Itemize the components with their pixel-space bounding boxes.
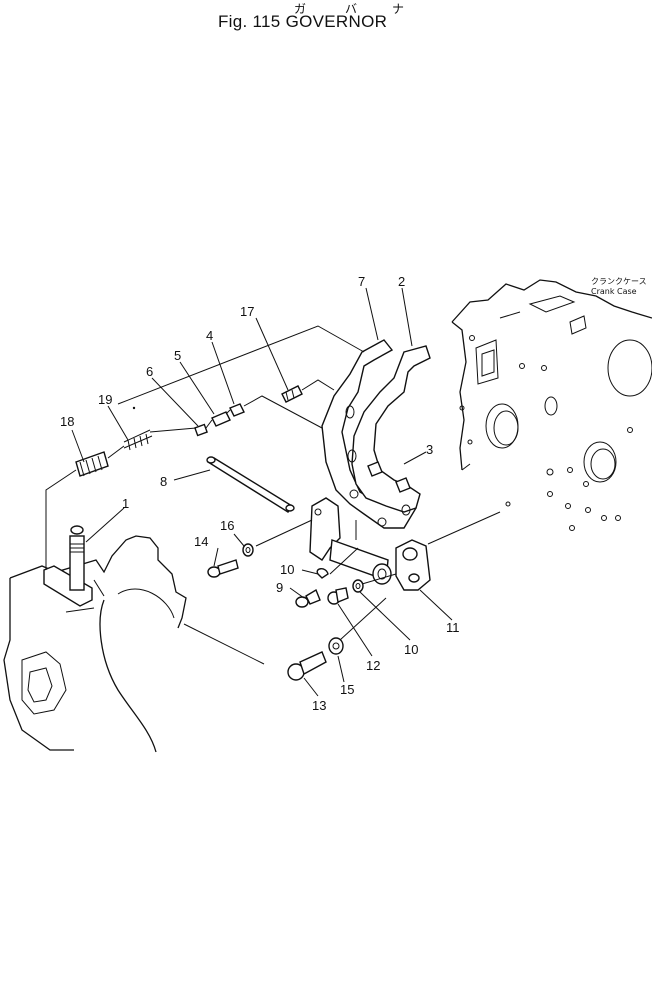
callout-11: 11	[446, 620, 460, 635]
lever-bracket	[309, 497, 431, 591]
bolt-part-13	[287, 651, 327, 681]
callout-12: 12	[366, 658, 380, 673]
spring-part-17	[281, 385, 303, 403]
figure-title-block: ガ バ ナ Fig. 115 GOVERNOR	[218, 0, 418, 40]
callout-14: 14	[194, 534, 208, 549]
callout-2: 2	[398, 274, 405, 289]
crank-case	[451, 279, 652, 531]
title-katakana-2: バ	[345, 2, 358, 16]
callout-10-upper: 10	[280, 562, 294, 577]
callout-15: 15	[340, 682, 354, 697]
callout-19: 19	[98, 392, 112, 407]
figure-title: Fig. 115 GOVERNOR	[218, 12, 388, 31]
callout-leaders	[71, 287, 453, 697]
callout-7: 7	[358, 274, 365, 289]
callout-9: 9	[276, 580, 283, 595]
washer-part-15	[328, 637, 344, 655]
part-4	[229, 403, 245, 417]
bolt-part-9	[295, 588, 321, 608]
washer-part-16	[242, 543, 254, 557]
bolt-part-12	[327, 587, 349, 605]
crank-case-label-en: Crank Case	[591, 287, 637, 296]
clip-part-10-upper	[316, 568, 329, 579]
callout-16: 16	[220, 518, 234, 533]
governor-lever-assembly	[321, 339, 431, 529]
callout-8: 8	[160, 474, 167, 489]
title-katakana-3: ナ	[392, 2, 405, 16]
callout-5: 5	[174, 348, 181, 363]
washer-part-10-lower	[352, 579, 364, 593]
callout-17: 17	[240, 304, 254, 319]
assembly-lines	[45, 325, 501, 665]
pin-part-8	[206, 456, 295, 513]
bolt-part-14	[207, 559, 239, 578]
spring-part-19	[123, 429, 153, 451]
callout-1: 1	[122, 496, 129, 511]
callout-3: 3	[426, 442, 433, 457]
engine-block	[3, 525, 187, 753]
title-katakana-1: ガ	[294, 2, 307, 16]
spring-part-5	[211, 411, 231, 427]
crank-case-label-jp: クランクケース	[591, 277, 647, 286]
callout-13: 13	[312, 698, 326, 713]
callout-4: 4	[206, 328, 213, 343]
callout-18: 18	[60, 414, 74, 429]
callout-6: 6	[146, 364, 153, 379]
callout-10-lower: 10	[404, 642, 418, 657]
spring-part-18	[75, 451, 109, 477]
callout-numbers: 1 2 3 4 5 6 7 8 9 10 10 11 12 13 14 15 1…	[60, 274, 460, 713]
part-6	[194, 423, 208, 437]
